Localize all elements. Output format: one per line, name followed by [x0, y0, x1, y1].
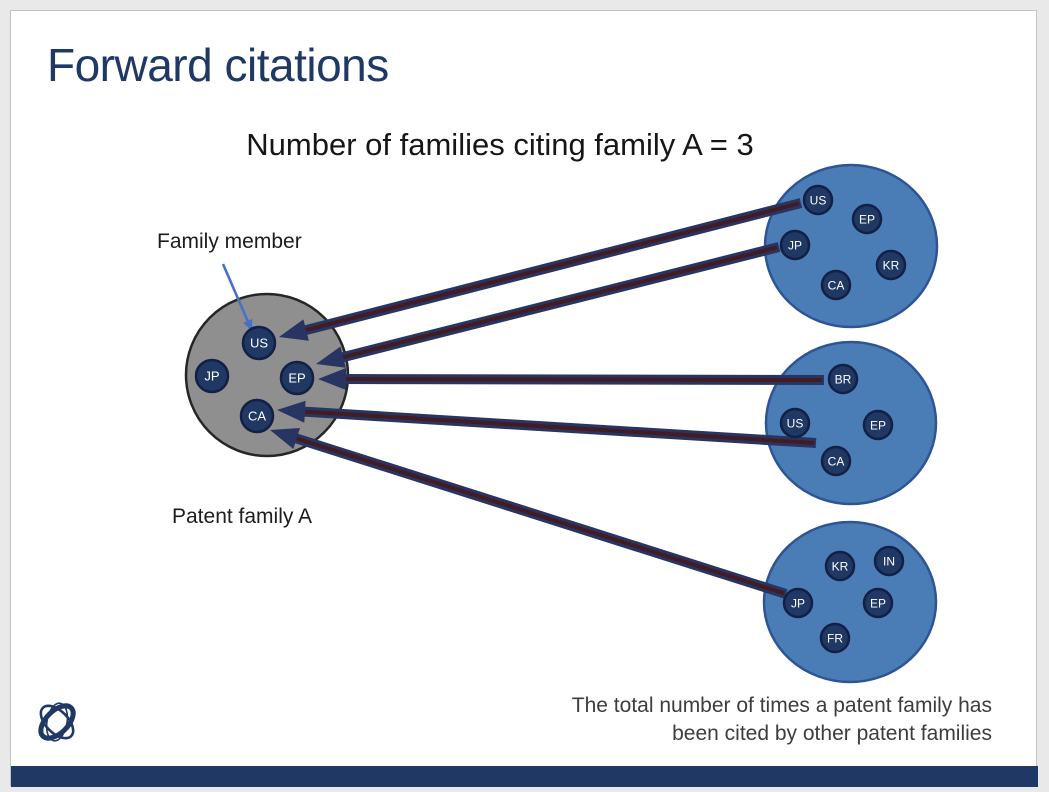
footer-note: The total number of times a patent famil…	[572, 692, 992, 748]
country-node-label: US	[787, 417, 804, 431]
orbit-logo-icon	[38, 702, 76, 742]
country-node-label: FR	[827, 632, 843, 646]
country-node-us: US	[241, 325, 277, 361]
country-node-label: EP	[870, 419, 886, 433]
footer-bar	[11, 766, 1038, 787]
country-node-us: US	[802, 184, 834, 216]
citation-arrow-5	[270, 427, 788, 599]
country-node-label: JP	[788, 239, 802, 253]
country-node-jp: JP	[194, 358, 230, 394]
country-node-label: JP	[791, 597, 805, 611]
country-node-kr: KR	[824, 550, 856, 582]
country-node-label: US	[810, 194, 827, 208]
country-node-label: IN	[883, 555, 895, 569]
family-member-pointer-arrow	[221, 263, 253, 331]
page-title: Forward citations	[47, 39, 389, 91]
country-node-label: CA	[248, 409, 266, 424]
country-node-us: US	[779, 407, 811, 439]
footer-note-line1: The total number of times a patent famil…	[571, 694, 992, 717]
country-node-ep: EP	[862, 587, 894, 619]
country-node-ca: CA	[239, 398, 275, 434]
country-node-ep: EP	[279, 360, 315, 396]
country-node-kr: KR	[875, 249, 907, 281]
footer-note-line2: been cited by other patent families	[672, 722, 992, 745]
country-node-jp: JP	[782, 587, 814, 619]
country-node-ep: EP	[862, 409, 894, 441]
country-node-br: BR	[827, 363, 859, 395]
country-node-label: BR	[835, 373, 852, 387]
country-node-label: EP	[859, 213, 875, 227]
country-node-jp: JP	[779, 229, 811, 261]
country-node-label: JP	[204, 369, 219, 384]
country-node-label: KR	[832, 560, 849, 574]
country-node-label: CA	[828, 279, 845, 293]
citation-arrow-1	[279, 198, 803, 341]
country-node-ca: CA	[820, 269, 852, 301]
slide-subtitle: Number of families citing family A = 3	[246, 127, 754, 162]
citation-arrow-3	[318, 368, 825, 391]
country-node-fr: FR	[819, 622, 851, 654]
citation-arrow-4	[277, 400, 817, 448]
country-node-label: EP	[288, 371, 305, 386]
country-node-label: KR	[883, 259, 900, 273]
family-member-label: Family member	[157, 230, 302, 253]
country-node-label: EP	[870, 597, 886, 611]
citation-arrow-2	[316, 242, 781, 368]
country-node-ep: EP	[851, 203, 883, 235]
country-node-ca: CA	[820, 445, 852, 477]
patent-family-a-label: Patent family A	[172, 505, 313, 528]
country-node-in: IN	[873, 545, 905, 577]
country-node-label: US	[250, 336, 268, 351]
country-node-label: CA	[828, 455, 845, 469]
